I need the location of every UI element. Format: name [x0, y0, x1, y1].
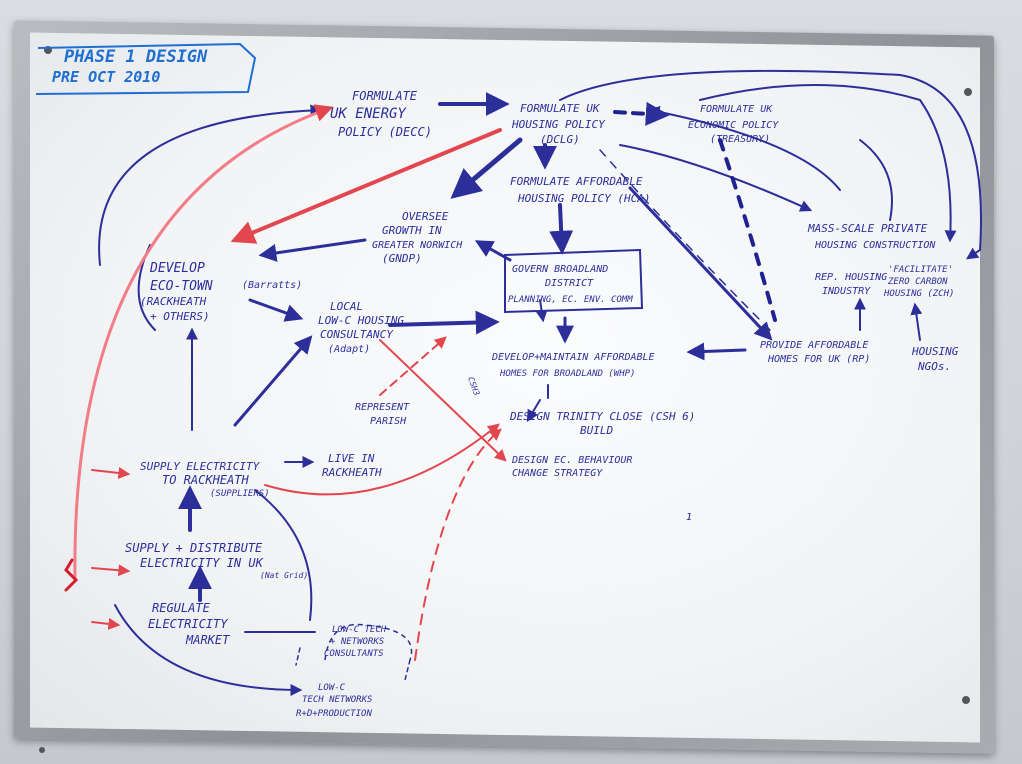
header-box — [35, 42, 257, 95]
node-develop-maintain: DEVELOP+MAINTAIN AFFORDABLE HOMES FOR BR… — [491, 352, 655, 379]
svg-text:ZERO CARBON: ZERO CARBON — [887, 277, 948, 287]
node-govern-broadland: GOVERN BROADLAND DISTRICT PLANNING, EC. … — [508, 264, 633, 305]
svg-text:DESIGN TRINITY CLOSE (CSH 6): DESIGN TRINITY CLOSE (CSH 6) — [509, 410, 695, 423]
svg-text:TECH NETWORKS: TECH NETWORKS — [302, 695, 373, 705]
svg-text:INDUSTRY: INDUSTRY — [822, 286, 871, 297]
svg-text:(Adapt): (Adapt) — [328, 344, 370, 355]
svg-text:POLICY (DECC): POLICY (DECC) — [338, 125, 432, 139]
svg-text:(Nat Grid): (Nat Grid) — [260, 571, 308, 580]
svg-text:CONSULTANTS: CONSULTANTS — [324, 649, 384, 659]
svg-text:DESIGN EC. BEHAVIOUR: DESIGN EC. BEHAVIOUR — [511, 455, 632, 466]
svg-text:HOMES FOR BROADLAND (WHP): HOMES FOR BROADLAND (WHP) — [499, 369, 635, 379]
header-line1: PHASE 1 DESIGN — [64, 47, 208, 67]
svg-text:RACKHEATH: RACKHEATH — [322, 466, 382, 479]
svg-text:LIVE IN: LIVE IN — [328, 452, 375, 465]
node-design-behaviour: DESIGN EC. BEHAVIOUR CHANGE STRATEGY — [511, 455, 632, 479]
svg-text:REP. HOUSING: REP. HOUSING — [815, 272, 887, 283]
svg-text:PARISH: PARISH — [370, 416, 407, 427]
svg-text:ECO-TOWN: ECO-TOWN — [150, 279, 213, 294]
node-live-in: LIVE IN RACKHEATH — [322, 452, 382, 479]
node-provide-affordable: PROVIDE AFFORDABLE HOMES FOR UK (RP) — [760, 340, 870, 365]
svg-text:BUILD: BUILD — [580, 424, 613, 437]
svg-text:HOMES FOR UK (RP): HOMES FOR UK (RP) — [767, 354, 870, 365]
connectors — [64, 69, 982, 696]
svg-text:SUPPLY ELECTRICITY: SUPPLY ELECTRICITY — [140, 460, 261, 473]
svg-text:REPRESENT: REPRESENT — [355, 402, 410, 413]
svg-text:HOUSING: HOUSING — [911, 345, 959, 358]
svg-text:GOVERN BROADLAND: GOVERN BROADLAND — [512, 264, 608, 275]
node-economic-policy: FORMULATE UK ECONOMIC POLICY (TREASURY) — [688, 104, 779, 145]
csh3-label: CSH3 — [466, 376, 481, 397]
screw — [962, 696, 970, 704]
screw — [39, 747, 45, 753]
node-housing-ngos: HOUSING NGOs. — [911, 345, 959, 373]
svg-text:(DCLG): (DCLG) — [540, 133, 580, 146]
svg-text:MARKET: MARKET — [185, 633, 230, 647]
svg-text:OVERSEE: OVERSEE — [402, 210, 449, 223]
govern-broadland-box — [504, 248, 644, 314]
svg-text:CHANGE STRATEGY: CHANGE STRATEGY — [512, 468, 603, 479]
svg-text:SUPPLY + DISTRIBUTE: SUPPLY + DISTRIBUTE — [125, 541, 263, 555]
node-supply-distribute: SUPPLY + DISTRIBUTE ELECTRICITY IN UK (N… — [125, 541, 308, 580]
node-facilitate: 'FACILITATE' ZERO CARBON HOUSING (ZCH) — [883, 265, 954, 299]
svg-text:ELECTRICITY IN UK: ELECTRICITY IN UK — [140, 556, 264, 570]
node-oversee-growth: OVERSEE GROWTH IN GREATER NORWICH (GNDP) — [372, 210, 463, 265]
svg-text:'FACILITATE': 'FACILITATE' — [888, 265, 953, 275]
svg-text:+ OTHERS): + OTHERS) — [150, 310, 210, 323]
node-lowc-mfr: LOW-C TECH NETWORKS R+D+PRODUCTION — [296, 683, 373, 719]
svg-text:LOCAL: LOCAL — [330, 300, 363, 313]
svg-text:GREATER NORWICH: GREATER NORWICH — [372, 240, 463, 251]
svg-text:FORMULATE AFFORDABLE: FORMULATE AFFORDABLE — [510, 175, 643, 188]
svg-text:PLANNING, EC. ENV. COMM: PLANNING, EC. ENV. COMM — [508, 295, 633, 305]
svg-text:HOUSING POLICY (HCA): HOUSING POLICY (HCA) — [517, 192, 650, 205]
svg-text:UK ENERGY: UK ENERGY — [330, 106, 407, 122]
svg-text:+ NETWORKS: + NETWORKS — [330, 637, 385, 647]
svg-text:HOUSING (ZCH): HOUSING (ZCH) — [883, 289, 954, 299]
svg-text:FORMULATE UK: FORMULATE UK — [520, 102, 601, 115]
svg-text:FORMULATE: FORMULATE — [352, 89, 418, 103]
svg-text:CONSULTANCY: CONSULTANCY — [320, 328, 394, 341]
svg-text:REGULATE: REGULATE — [152, 601, 211, 615]
svg-text:LOW-C HOUSING: LOW-C HOUSING — [318, 314, 404, 327]
node-affordable-policy: FORMULATE AFFORDABLE HOUSING POLICY (HCA… — [510, 175, 650, 205]
svg-text:MASS-SCALE PRIVATE: MASS-SCALE PRIVATE — [807, 222, 928, 235]
svg-text:PROVIDE AFFORDABLE: PROVIDE AFFORDABLE — [760, 340, 868, 351]
node-barratts: (Barratts) — [242, 280, 302, 291]
svg-text:TO RACKHEATH: TO RACKHEATH — [162, 473, 249, 487]
svg-text:ELECTRICITY: ELECTRICITY — [148, 617, 228, 631]
node-eco-town: DEVELOP ECO-TOWN (RACKHEATH + OTHERS) — [140, 261, 213, 323]
node-supply-rackheath: SUPPLY ELECTRICITY TO RACKHEATH (SUPPLIE… — [140, 460, 270, 499]
node-consultancy: LOCAL LOW-C HOUSING CONSULTANCY (Adapt) — [318, 300, 404, 355]
svg-text:(SUPPLIERS): (SUPPLIERS) — [210, 489, 270, 499]
svg-text:(RACKHEATH: (RACKHEATH — [140, 295, 207, 308]
node-regulate: REGULATE ELECTRICITY MARKET — [148, 601, 230, 647]
node-mass-scale: MASS-SCALE PRIVATE HOUSING CONSTRUCTION — [807, 222, 936, 251]
svg-text:DEVELOP+MAINTAIN AFFORDABLE: DEVELOP+MAINTAIN AFFORDABLE — [491, 352, 655, 363]
svg-text:LOW-C TECH: LOW-C TECH — [332, 625, 387, 635]
svg-text:R+D+PRODUCTION: R+D+PRODUCTION — [296, 709, 372, 719]
node-design-trinity: DESIGN TRINITY CLOSE (CSH 6) BUILD — [509, 410, 695, 437]
svg-text:HOUSING POLICY: HOUSING POLICY — [511, 118, 606, 131]
svg-text:HOUSING CONSTRUCTION: HOUSING CONSTRUCTION — [814, 240, 936, 251]
node-housing-policy: FORMULATE UK HOUSING POLICY (DCLG) — [511, 102, 606, 146]
svg-text:DEVELOP: DEVELOP — [149, 261, 205, 276]
svg-text:GROWTH IN: GROWTH IN — [382, 224, 442, 237]
svg-text:FORMULATE UK: FORMULATE UK — [700, 104, 773, 115]
stray-mark: 1 — [686, 512, 692, 523]
screw — [964, 88, 972, 96]
svg-text:LOW-C: LOW-C — [318, 683, 346, 693]
node-represent-parish: REPRESENT PARISH — [355, 402, 410, 427]
node-energy-policy: FORMULATE UK ENERGY POLICY (DECC) — [330, 89, 432, 139]
lowc-tech-outline — [324, 623, 413, 661]
svg-text:(TREASURY): (TREASURY) — [710, 134, 770, 145]
svg-text:DISTRICT: DISTRICT — [544, 278, 594, 289]
svg-text:(GNDP): (GNDP) — [382, 252, 422, 265]
svg-text:NGOs.: NGOs. — [917, 360, 951, 373]
svg-text:ECONOMIC POLICY: ECONOMIC POLICY — [688, 120, 779, 131]
header-line2: PRE OCT 2010 — [52, 68, 160, 86]
node-lowc-tech: LOW-C TECH + NETWORKS CONSULTANTS — [324, 625, 387, 659]
node-rep-industry: REP. HOUSING INDUSTRY — [815, 272, 887, 297]
